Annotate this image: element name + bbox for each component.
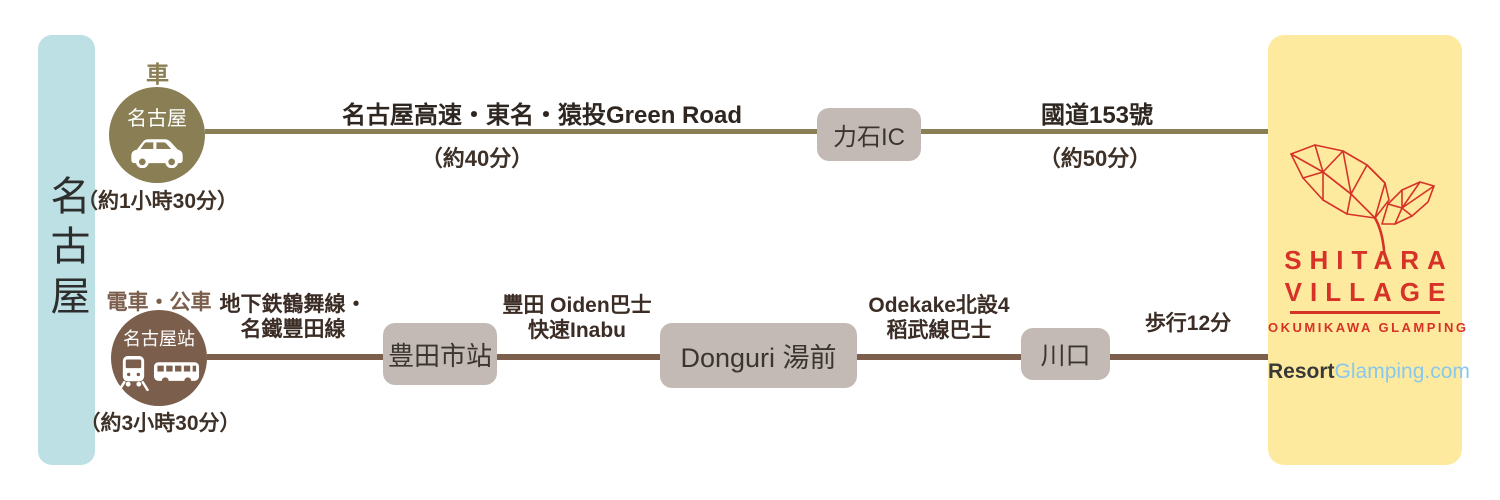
stop-toyotashi-station: 豊田市站	[383, 323, 497, 385]
stop-chikaraishi-ic: 力石IC	[817, 108, 921, 161]
destination-name-line2: VILLAGE	[1284, 277, 1454, 307]
transit-route-duration: （約3小時30分）	[79, 412, 241, 435]
transit-route-start-node: 名古屋站	[111, 310, 207, 406]
transit-icons	[118, 355, 200, 391]
stop-donguri-yumae: Donguri 湯前	[660, 323, 857, 388]
transit-segment3-line1: Odekake北設4	[868, 294, 1010, 317]
transit-segment1-line2: 名鐵豐田線	[240, 318, 346, 341]
car-start-station-label: 名古屋	[127, 108, 187, 130]
train-icon	[118, 356, 149, 391]
transit-route-mode-label: 電車・公車	[106, 291, 212, 314]
car-route-start-node: 名古屋	[109, 87, 205, 183]
car-segment1-road-label: 名古屋高速・東名・猿投Green Road	[342, 102, 743, 129]
car-route-duration: （約1小時30分）	[77, 190, 239, 213]
resort-glamping-brand: ResortGlamping.com	[1268, 360, 1470, 384]
origin-bar: 名古屋	[38, 35, 95, 465]
car-segment1-time-label: （約40分）	[420, 146, 534, 171]
destination-subtitle: OKUMIKAWA GLAMPING	[1268, 320, 1469, 335]
origin-label: 名古屋	[44, 175, 89, 325]
car-route-mode-label: 車	[146, 61, 169, 87]
brand-resort-text: Resort	[1268, 360, 1335, 383]
transit-segment3-label: Odekake北設4 稻武線巴士	[849, 293, 1029, 343]
brand-glamping-text: Glamping.com	[1334, 360, 1470, 383]
transit-start-station-label: 名古屋站	[123, 329, 195, 349]
leaf-logo-icon	[1290, 144, 1435, 252]
car-segment2-time-label: （約50分）	[1038, 146, 1152, 171]
car-segment2-road-label: 國道153號	[1040, 102, 1154, 129]
car-route-line	[205, 129, 1268, 134]
transit-segment2-line2: 快速Inabu	[528, 319, 626, 342]
transit-segment3-line2: 稻武線巴士	[886, 319, 992, 342]
transit-segment4-label: 歩行12分	[1144, 312, 1232, 335]
destination-name-line1: SHITARA	[1284, 245, 1454, 275]
destination-divider	[1290, 311, 1440, 314]
transit-segment1-label: 地下鉄鶴舞線・ 名鐵豐田線	[203, 292, 383, 342]
transit-segment2-line1: 豐田 Oiden巴士	[502, 294, 652, 317]
car-icon	[131, 139, 183, 168]
transit-segment2-label: 豐田 Oiden巴士 快速Inabu	[487, 293, 667, 343]
transit-segment1-line1: 地下鉄鶴舞線・	[219, 293, 367, 316]
destination-card: SHITARA VILLAGE OKUMIKAWA GLAMPING Resor…	[1268, 35, 1470, 465]
bus-icon	[153, 362, 200, 385]
stop-kawaguchi: 川口	[1021, 328, 1110, 380]
